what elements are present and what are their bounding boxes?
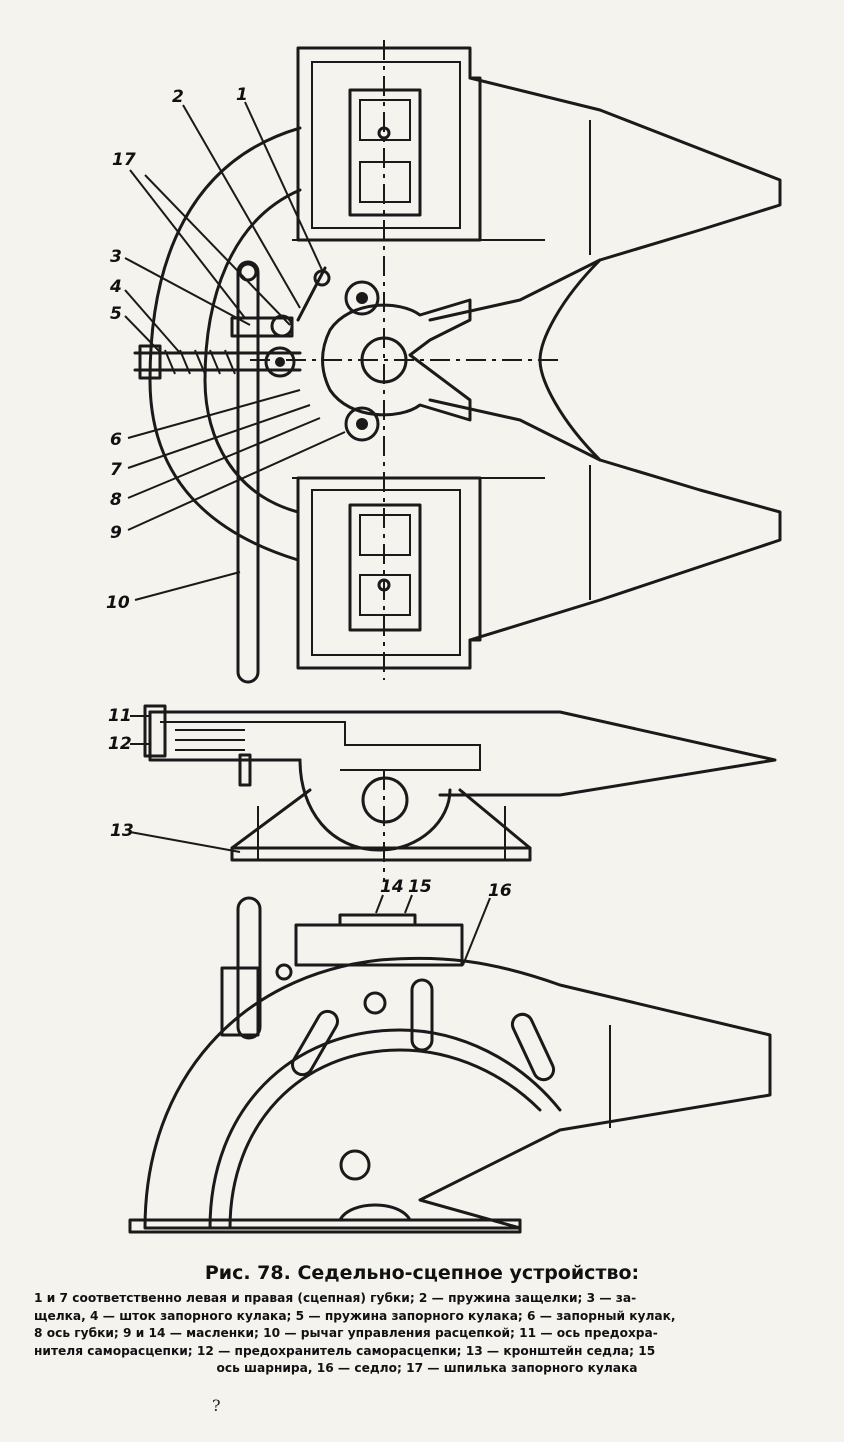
- page-mark: ?: [212, 1396, 221, 1415]
- callout-16: 16: [488, 881, 512, 901]
- coupling-device-drawing: 1 2 3 4 5 6 7 8 9 10 11 12 13 14 15 16 1…: [106, 40, 782, 1234]
- callout-leaders: [124, 101, 491, 966]
- callout-11: 11: [108, 706, 132, 726]
- callout-7: 7: [110, 460, 122, 480]
- callout-2: 2: [172, 87, 184, 107]
- callout-15: 15: [408, 877, 432, 897]
- callout-10: 10: [106, 593, 130, 613]
- top-view: [133, 40, 782, 684]
- legend-line: щелка, 4 — шток запорного кулака; 5 — пр…: [34, 1308, 676, 1323]
- callout-13: 13: [110, 821, 134, 841]
- front-view: [128, 896, 772, 1234]
- callout-12: 12: [108, 734, 132, 754]
- callout-9: 9: [110, 523, 122, 543]
- callout-17: 17: [112, 150, 136, 170]
- figure-legend: 1 и 7 соответственно левая и правая (сце…: [34, 1290, 820, 1378]
- callout-8: 8: [110, 490, 122, 510]
- callout-1: 1: [236, 85, 248, 105]
- callout-3: 3: [110, 247, 122, 267]
- callout-14: 14: [380, 877, 404, 897]
- callout-5: 5: [110, 304, 122, 324]
- figure-caption: Рис. 78. Седельно-сцепное устройство:: [204, 1262, 640, 1284]
- callout-labels: 1 2 3 4 5 6 7 8 9 10 11 12 13 14 15 16 1…: [106, 85, 512, 901]
- legend-line: нителя саморасцепки; 12 — предохранитель…: [34, 1343, 656, 1358]
- callout-6: 6: [110, 430, 122, 450]
- legend-line: ось шарнира, 16 — седло; 17 — шпилька за…: [216, 1361, 638, 1375]
- callout-4: 4: [109, 277, 122, 297]
- legend-line: 1 и 7 соответственно левая и правая (сце…: [34, 1291, 637, 1305]
- side-view: [143, 704, 777, 880]
- legend-line: 8 ось губки; 9 и 14 — масленки; 10 — рыч…: [34, 1326, 658, 1340]
